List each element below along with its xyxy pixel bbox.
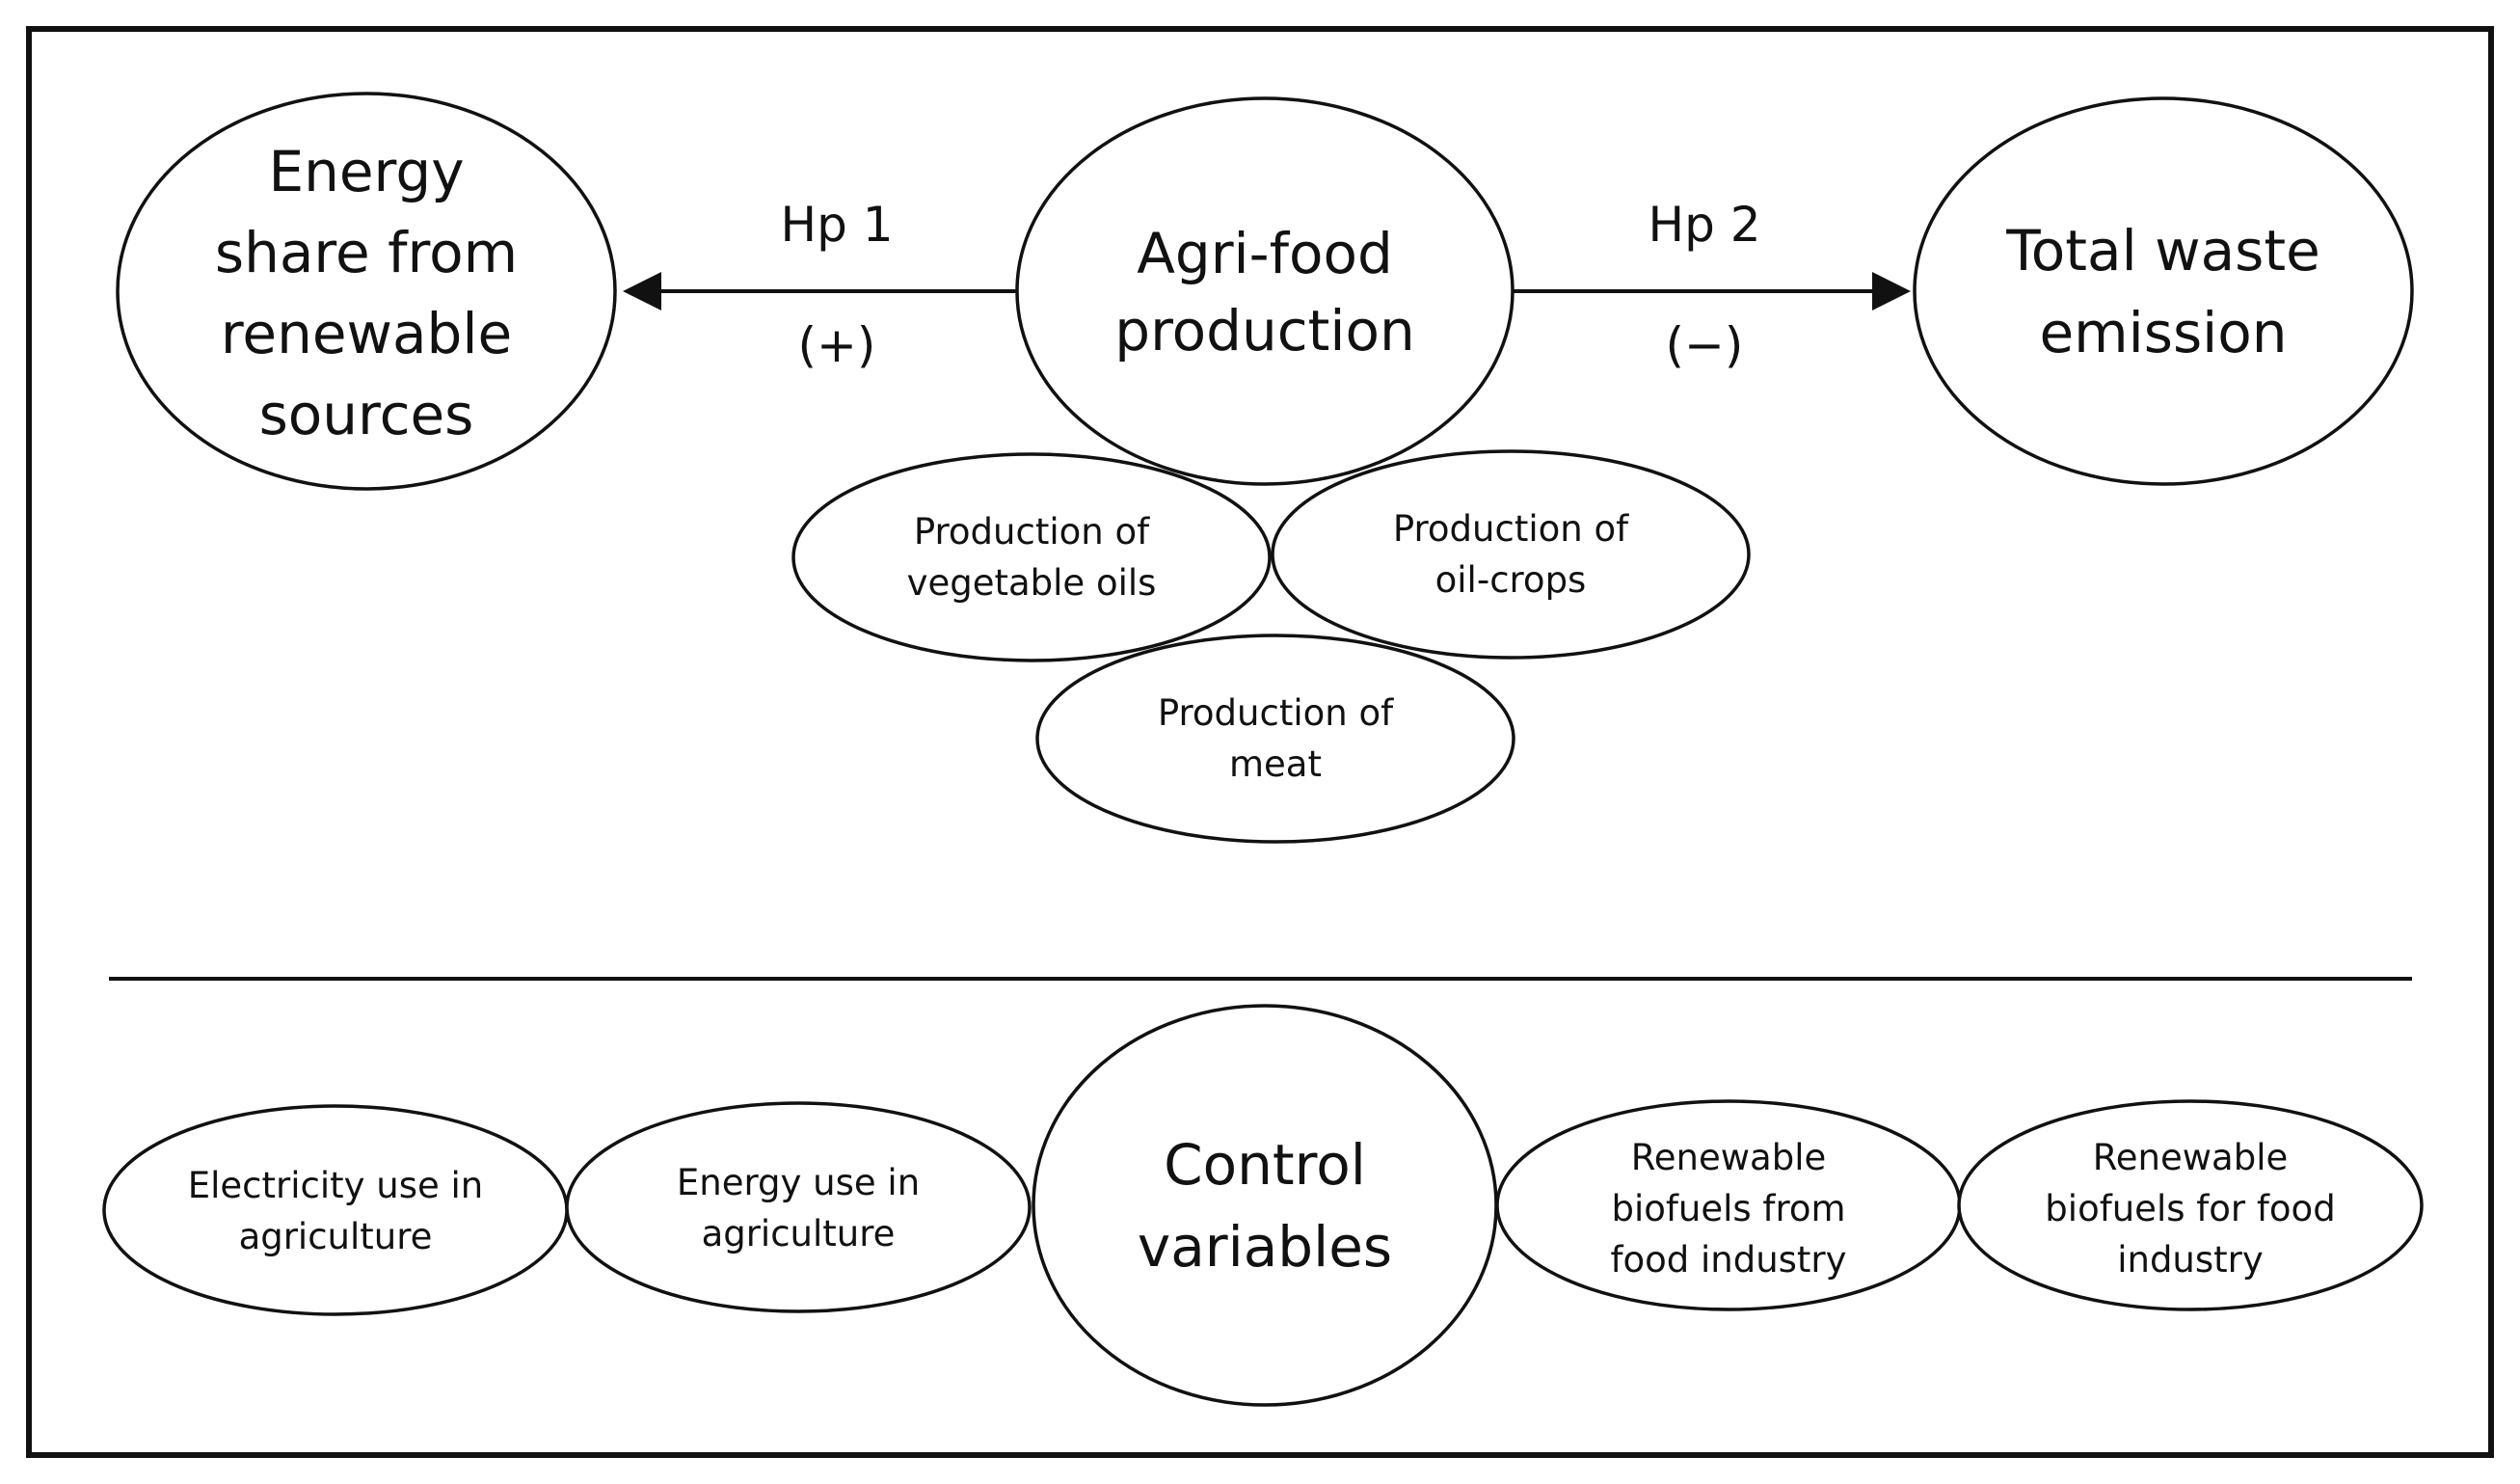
energy-share-node: Energy share from renewable sources — [116, 92, 617, 491]
total-waste-emission-node: Total waste emission — [1913, 96, 2414, 486]
biofuels-for-food-industry-node: Renewable biofuels for food industry — [1957, 1099, 2424, 1311]
svg-text:Electricity use in: Electricity use in — [188, 1165, 484, 1206]
svg-text:biofuels for food: biofuels for food — [2045, 1188, 2335, 1229]
svg-text:share from: share from — [215, 220, 518, 285]
meat-node: Production of meat — [1035, 634, 1515, 844]
svg-text:oil-crops: oil-crops — [1435, 559, 1587, 601]
svg-text:Production of: Production of — [1158, 692, 1394, 734]
svg-text:Renewable: Renewable — [1631, 1137, 1827, 1178]
svg-text:industry: industry — [2117, 1239, 2264, 1281]
hp2-sign: (−) — [1666, 317, 1744, 373]
hp2-label: Hp 2 — [1648, 197, 1760, 253]
agri-food-production-node: Agri-food production — [1015, 96, 1515, 486]
svg-text:renewable: renewable — [221, 301, 512, 366]
svg-text:Production of: Production of — [914, 511, 1150, 553]
svg-text:Total waste: Total waste — [2005, 218, 2320, 283]
svg-text:Energy: Energy — [268, 139, 464, 204]
svg-text:Agri-food: Agri-food — [1137, 221, 1393, 286]
biofuels-from-food-industry-node: Renewable biofuels from food industry — [1495, 1099, 1962, 1311]
svg-text:Production of: Production of — [1393, 508, 1629, 550]
svg-text:Energy use in: Energy use in — [677, 1162, 920, 1203]
hp1-label: Hp 1 — [780, 197, 893, 253]
svg-text:sources: sources — [259, 382, 474, 447]
vegetable-oils-node: Production of vegetable oils — [791, 452, 1272, 662]
svg-text:meat: meat — [1229, 743, 1322, 785]
svg-text:variables: variables — [1138, 1214, 1392, 1280]
outer-frame — [26, 26, 2494, 1458]
oil-crops-node: Production of oil-crops — [1271, 449, 1751, 660]
svg-text:biofuels from: biofuels from — [1611, 1188, 1845, 1229]
svg-text:vegetable oils: vegetable oils — [907, 562, 1157, 604]
svg-text:production: production — [1114, 298, 1414, 364]
svg-text:emission: emission — [2039, 300, 2287, 365]
svg-text:food industry: food industry — [1610, 1239, 1846, 1281]
hp1-sign: (+) — [798, 317, 876, 373]
energy-use-node: Energy use in agriculture — [565, 1101, 1032, 1313]
electricity-use-node: Electricity use in agriculture — [102, 1104, 569, 1316]
svg-text:Control: Control — [1164, 1132, 1366, 1198]
svg-text:agriculture: agriculture — [239, 1216, 433, 1257]
control-variables-node: Control variables — [1032, 1004, 1498, 1407]
svg-text:Renewable: Renewable — [2093, 1137, 2289, 1178]
svg-text:agriculture: agriculture — [702, 1213, 896, 1255]
